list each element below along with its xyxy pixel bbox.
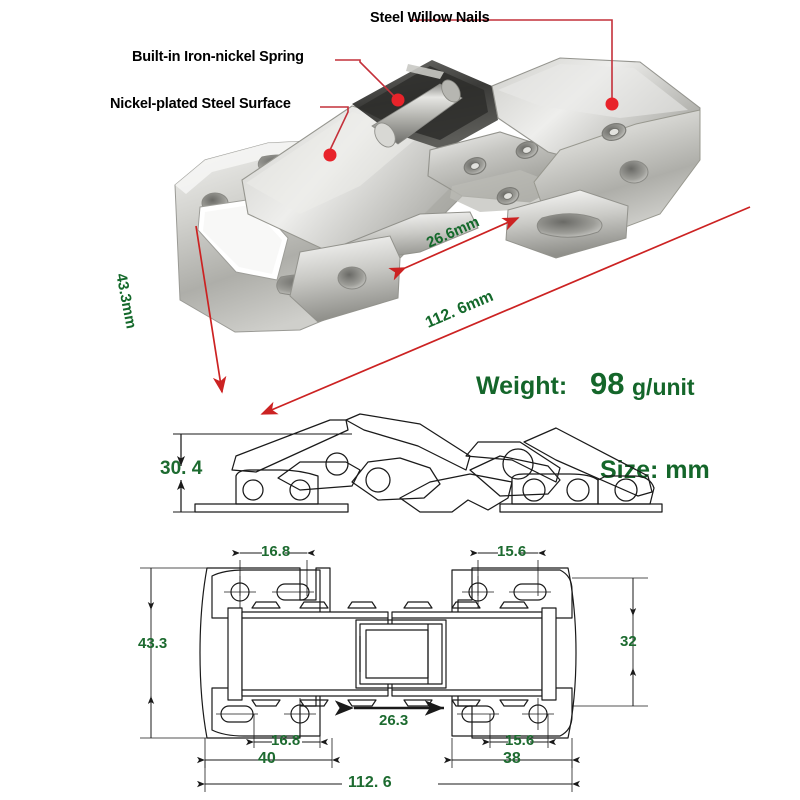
plan-dim-overall: 112. 6 — [348, 774, 392, 791]
side-view-height-dim: 30. 4 — [160, 458, 203, 479]
weight-unit: g/unit — [632, 374, 695, 400]
plan-dim-center-gap: 26.3 — [379, 712, 409, 729]
callout-dot-surface — [323, 148, 337, 162]
plan-dim-top-left: 16.8 — [261, 543, 291, 560]
weight-value: 98 — [590, 366, 625, 401]
dim-arrow-1126 — [260, 206, 751, 415]
weight-label: Weight: — [476, 372, 568, 400]
plan-dim-left-height: 43.3 — [138, 635, 168, 652]
hinge-right-mounting-plate — [505, 109, 701, 259]
plan-dim-right-height: 32 — [620, 633, 637, 650]
callout-label-steel-willow-nails: Steel Willow Nails — [370, 10, 490, 26]
dim-arrow-266 — [388, 217, 520, 281]
plan-dim-top-right: 15.6 — [497, 543, 527, 560]
plan-dim-bottom-left-hole: 16.8 — [271, 732, 301, 749]
plan-dim-left-plate: 40 — [258, 750, 276, 767]
callout-dots — [323, 93, 619, 162]
callout-label-nickel-plated-surface: Nickel-plated Steel Surface — [110, 96, 291, 112]
plan-dim-right-plate: 38 — [503, 750, 521, 767]
callout-label-builtin-spring: Built-in Iron-nickel Spring — [132, 49, 304, 65]
callout-dot-willow-nails — [605, 97, 619, 111]
plan-dim-bottom-right-hole: 15.6 — [505, 732, 535, 749]
builtin-spring-cylinder — [371, 64, 463, 148]
callout-dot-spring — [391, 93, 405, 107]
dim-arrow-43 — [195, 225, 227, 394]
